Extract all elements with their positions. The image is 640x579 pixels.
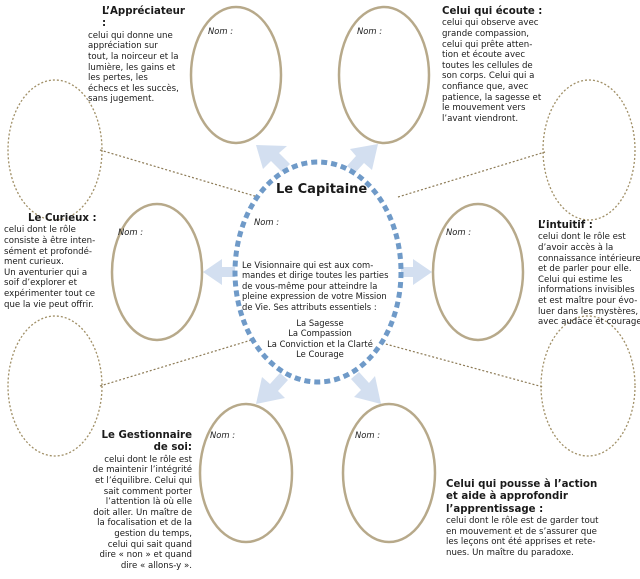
role-ecoute: Celui qui écoute : celui qui observe ave… <box>442 6 562 124</box>
empty-ellipse-top-right <box>542 79 636 221</box>
connector-top-right <box>397 151 546 198</box>
arrow-up-right <box>347 144 378 173</box>
connector-bottom-left <box>99 337 259 387</box>
capitaine-attributes: La Sagesse La Compassion La Conviction e… <box>250 318 390 360</box>
empty-ellipses <box>7 79 636 457</box>
role-text: celui qui observe avec grande compassion… <box>442 18 542 124</box>
role-title: Le Curieux : <box>28 213 97 224</box>
role-text: celui dont le rôle consiste à être inten… <box>4 225 96 310</box>
capitaine-title: Le Capitaine <box>276 182 368 197</box>
role-title: L’intuitif : <box>538 220 593 231</box>
attribute-item: La Compassion <box>288 328 352 339</box>
role-title: Le Gestionnaire de soi: <box>101 430 192 454</box>
ellipse-intuitif <box>431 202 525 342</box>
ellipse-gestionnaire <box>198 402 294 544</box>
role-title: Celui qui écoute : <box>442 6 543 17</box>
role-curieux: Le Curieux : celui dont le rôle consiste… <box>4 213 104 310</box>
ellipse-curieux <box>110 202 204 342</box>
role-text: celui qui donne une appréciation sur tou… <box>88 30 179 105</box>
connector-bottom-right <box>381 342 544 388</box>
ellipse-appreciateur <box>189 5 283 145</box>
capitaine-ellipse <box>232 159 404 385</box>
nom-label-intuitif: Nom : <box>446 227 472 237</box>
connector-lines <box>99 149 546 388</box>
role-text: celui dont le rôle est de maintenir l’in… <box>92 454 192 571</box>
connector-top-left <box>99 149 259 198</box>
ellipse-ecoute <box>337 5 431 145</box>
capitaine-description: Le Visionnaire qui est aux com- mandes e… <box>242 260 389 312</box>
arrow-up-left <box>256 145 290 172</box>
role-ellipses <box>110 5 525 544</box>
role-appreciateur: L’Appréciateur : celui qui donne une app… <box>88 6 188 105</box>
role-gestionnaire: Le Gestionnaire de soi: celui dont le rô… <box>86 430 192 571</box>
nom-label-appreciateur: Nom : <box>208 26 234 36</box>
role-title: Celui qui pousse à l’action et aide à ap… <box>446 479 598 515</box>
arrows <box>203 144 432 404</box>
role-text: celui dont le rôle est d’avoir accès à l… <box>538 232 640 328</box>
role-intuitif: L’intuitif : celui dont le rôle est d’av… <box>538 220 640 328</box>
role-title: L’Appréciateur : <box>102 6 185 30</box>
attribute-item: Le Courage <box>296 349 344 360</box>
arrow-down-right <box>351 372 381 404</box>
ellipse-pousse <box>341 402 437 544</box>
empty-ellipse-bottom-right <box>540 315 636 457</box>
arrow-down-left <box>256 373 288 404</box>
nom-label-capitaine: Nom : <box>254 217 280 227</box>
empty-ellipse-top-left <box>7 79 103 221</box>
attribute-item: La Conviction et la Clarté <box>267 338 373 349</box>
arrow-left <box>203 259 240 285</box>
empty-ellipse-bottom-left <box>7 315 103 457</box>
attribute-item: La Sagesse <box>296 318 344 328</box>
nom-label-pousse: Nom : <box>355 430 381 440</box>
nom-label-curieux: Nom : <box>118 227 144 237</box>
nom-label-ecoute: Nom : <box>357 26 383 36</box>
nom-label-gestionnaire: Nom : <box>210 430 236 440</box>
role-text: celui dont le rôle est de garder tout en… <box>446 516 599 558</box>
role-pousse: Celui qui pousse à l’action et aide à ap… <box>446 479 636 559</box>
arrow-right <box>395 259 432 285</box>
